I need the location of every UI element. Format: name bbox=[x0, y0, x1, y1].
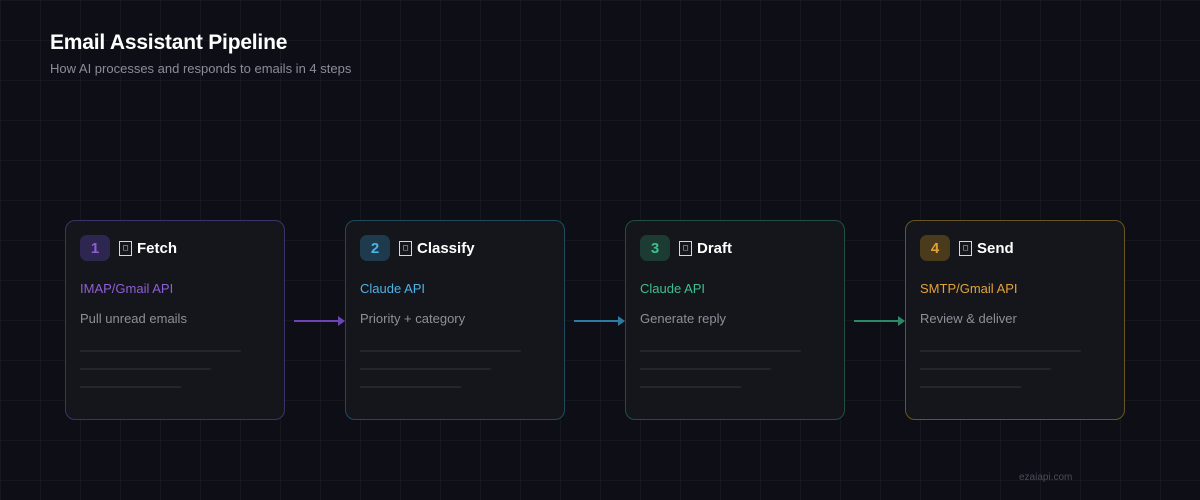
placeholder-line bbox=[80, 368, 211, 370]
step-tech: Claude API bbox=[640, 281, 706, 296]
placeholder-line bbox=[640, 386, 741, 388]
placeholder-line bbox=[360, 386, 461, 388]
arrow-right-icon bbox=[294, 316, 345, 326]
missing-glyph-icon: □ bbox=[679, 240, 692, 256]
step-description: Pull unread emails bbox=[80, 311, 187, 326]
missing-glyph-icon: □ bbox=[399, 240, 412, 256]
placeholder-line bbox=[80, 350, 241, 352]
step-tech: Claude API bbox=[360, 281, 426, 296]
placeholder-line bbox=[640, 350, 801, 352]
page-subtitle: How AI processes and responds to emails … bbox=[50, 61, 352, 76]
placeholder-line bbox=[80, 386, 181, 388]
step-card-fetch: 1 □ Fetch IMAP/Gmail API Pull unread ema… bbox=[65, 220, 285, 420]
page-title: Email Assistant Pipeline bbox=[50, 31, 288, 54]
arrow-right-icon bbox=[574, 316, 625, 326]
step-title: Send bbox=[977, 239, 1014, 257]
placeholder-line bbox=[920, 350, 1081, 352]
step-description: Generate reply bbox=[640, 311, 726, 326]
step-number-badge: 2 bbox=[360, 235, 390, 261]
watermark: ezaiapi.com bbox=[1019, 472, 1073, 483]
missing-glyph-icon: □ bbox=[959, 240, 972, 256]
step-card-classify: 2 □ Classify Claude API Priority + categ… bbox=[345, 220, 565, 420]
step-tech: IMAP/Gmail API bbox=[80, 281, 174, 296]
step-number-badge: 1 bbox=[80, 235, 110, 261]
step-title: Fetch bbox=[137, 239, 178, 257]
placeholder-line bbox=[920, 368, 1051, 370]
step-description: Priority + category bbox=[360, 311, 466, 326]
step-title: Draft bbox=[697, 239, 733, 257]
step-card-draft: 3 □ Draft Claude API Generate reply bbox=[625, 220, 845, 420]
placeholder-line bbox=[640, 368, 771, 370]
step-description: Review & deliver bbox=[920, 311, 1017, 326]
placeholder-line bbox=[920, 386, 1021, 388]
placeholder-line bbox=[360, 368, 491, 370]
placeholder-line bbox=[360, 350, 521, 352]
arrow-right-icon bbox=[854, 316, 905, 326]
step-title: Classify bbox=[417, 239, 475, 257]
missing-glyph-icon: □ bbox=[119, 240, 132, 256]
step-tech: SMTP/Gmail API bbox=[920, 281, 1018, 296]
step-number-badge: 3 bbox=[640, 235, 670, 261]
step-card-send: 4 □ Send SMTP/Gmail API Review & deliver bbox=[905, 220, 1125, 420]
step-number-badge: 4 bbox=[920, 235, 950, 261]
